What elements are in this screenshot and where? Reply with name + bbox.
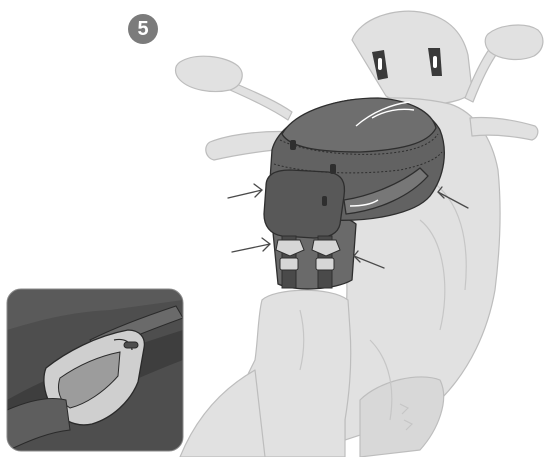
- step-number-badge: 5: [128, 14, 158, 44]
- left-mirror: [176, 56, 243, 91]
- rear-body: [180, 370, 265, 457]
- buckle-closeup-icon: [7, 289, 183, 451]
- arrow-icon: [232, 238, 270, 252]
- left-mirror-stem: [230, 82, 292, 120]
- right-mirror: [485, 25, 543, 59]
- arrow-icon: [228, 184, 262, 198]
- windshield: [352, 11, 472, 104]
- bag-front-pocket: [264, 170, 344, 238]
- scooter: [176, 11, 543, 457]
- bag-lid: [282, 98, 436, 152]
